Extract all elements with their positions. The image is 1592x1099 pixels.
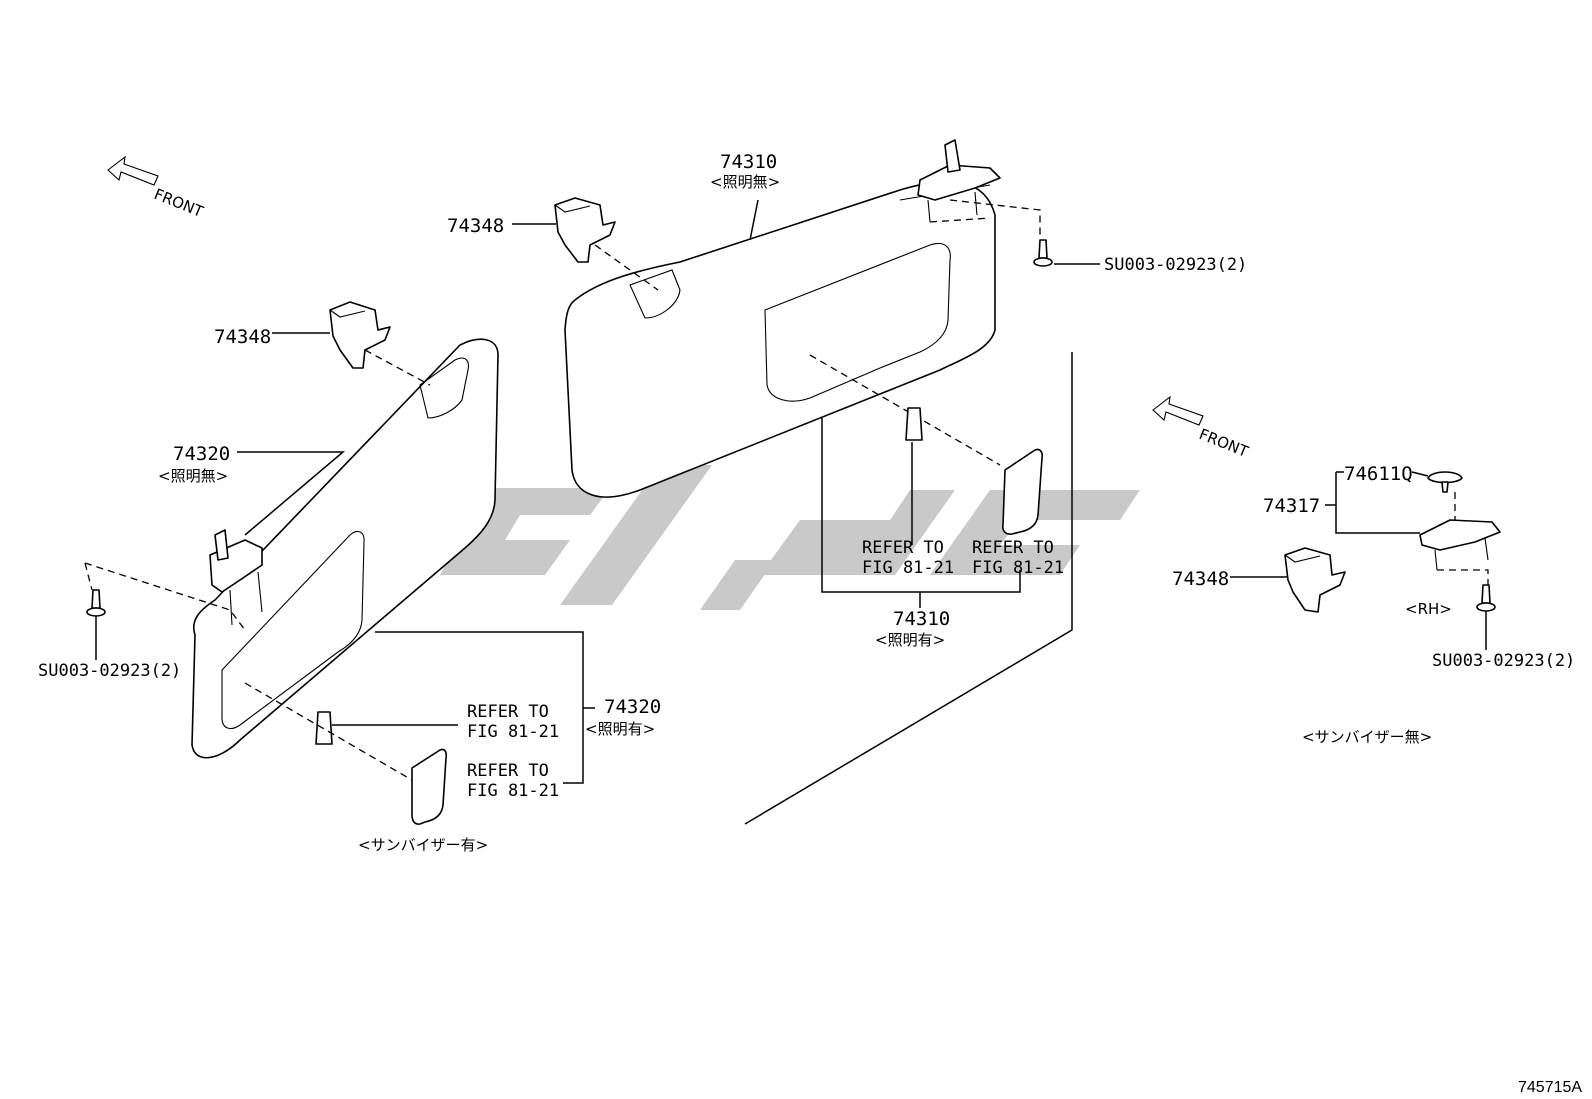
label-rh: <RH> bbox=[1405, 600, 1452, 618]
label-74320-bot: 74320 bbox=[604, 696, 661, 718]
leader-74317 bbox=[1335, 472, 1420, 534]
visor-holder-74348-upper bbox=[554, 197, 616, 263]
refer-to-lower-a-1: REFER TO bbox=[467, 702, 549, 722]
visor-holder-74348-lower bbox=[329, 301, 391, 369]
watermark-logo bbox=[440, 465, 1140, 610]
note-74320-bot: <照明有> bbox=[585, 720, 655, 738]
visor-hook-74317 bbox=[1419, 519, 1501, 571]
label-su-right: SU003-02923(2) bbox=[1432, 651, 1575, 671]
label-74611q: 74611Q bbox=[1344, 463, 1413, 485]
screw-right bbox=[1476, 584, 1496, 612]
label-74310-top: 74310 bbox=[720, 151, 777, 173]
label-74310-bot: 74310 bbox=[893, 608, 950, 630]
refer-to-upper-a-1: REFER TO bbox=[862, 538, 944, 558]
front-label-left: FRONT bbox=[152, 185, 207, 221]
label-su-top: SU003-02923(2) bbox=[1104, 255, 1247, 275]
leader-74310-bot bbox=[821, 418, 1021, 593]
bulb-lower bbox=[315, 711, 333, 745]
front-arrow-left: FRONT bbox=[107, 155, 207, 221]
note-74320-top: <照明無> bbox=[158, 467, 228, 485]
sun-visor-74310 bbox=[564, 180, 996, 498]
leader-74310 bbox=[749, 199, 759, 241]
label-74348-right: 74348 bbox=[1172, 568, 1229, 590]
dash-bracket-upper bbox=[949, 199, 1041, 240]
front-label-right: FRONT bbox=[1197, 425, 1252, 461]
refer-to-lower-a-2: FIG 81-21 bbox=[467, 722, 559, 742]
label-74348-upper: 74348 bbox=[447, 215, 504, 237]
front-arrow-right: FRONT bbox=[1152, 395, 1252, 461]
dash-mirror-upper bbox=[809, 354, 1001, 466]
figure-code: 745715A bbox=[1518, 1079, 1582, 1096]
cap-74611q bbox=[1427, 471, 1463, 493]
label-74348-lower: 74348 bbox=[214, 326, 271, 348]
label-74320-top: 74320 bbox=[173, 443, 230, 465]
refer-to-upper-b-2: FIG 81-21 bbox=[972, 558, 1064, 578]
refer-to-lower-b-2: FIG 81-21 bbox=[467, 781, 559, 801]
refer-to-upper-b-1: REFER TO bbox=[972, 538, 1054, 558]
bulb-upper bbox=[905, 407, 923, 441]
note-without-visor: <サンバイザー無> bbox=[1302, 728, 1432, 746]
visor-holder-74348-right bbox=[1284, 547, 1346, 613]
label-su-left: SU003-02923(2) bbox=[38, 661, 181, 681]
note-74310-top: <照明無> bbox=[710, 173, 780, 191]
visor-bracket-lower bbox=[209, 529, 263, 626]
leader-74320-top bbox=[237, 451, 346, 536]
refer-to-lower-b-1: REFER TO bbox=[467, 761, 549, 781]
screw-upper bbox=[1033, 239, 1053, 267]
label-74317: 74317 bbox=[1263, 495, 1320, 517]
mirror-lens-upper bbox=[1002, 448, 1043, 535]
mirror-lens-lower bbox=[411, 748, 448, 825]
note-74310-bot: <照明有> bbox=[875, 631, 945, 649]
note-with-visor: <サンバイザー有> bbox=[358, 836, 488, 854]
dash-holder-upper bbox=[594, 244, 659, 291]
sun-visor-74320 bbox=[191, 338, 499, 759]
separator-line bbox=[744, 352, 1073, 825]
refer-to-upper-a-2: FIG 81-21 bbox=[862, 558, 954, 578]
visor-bracket-upper bbox=[917, 139, 1001, 223]
screw-lower bbox=[86, 589, 106, 617]
